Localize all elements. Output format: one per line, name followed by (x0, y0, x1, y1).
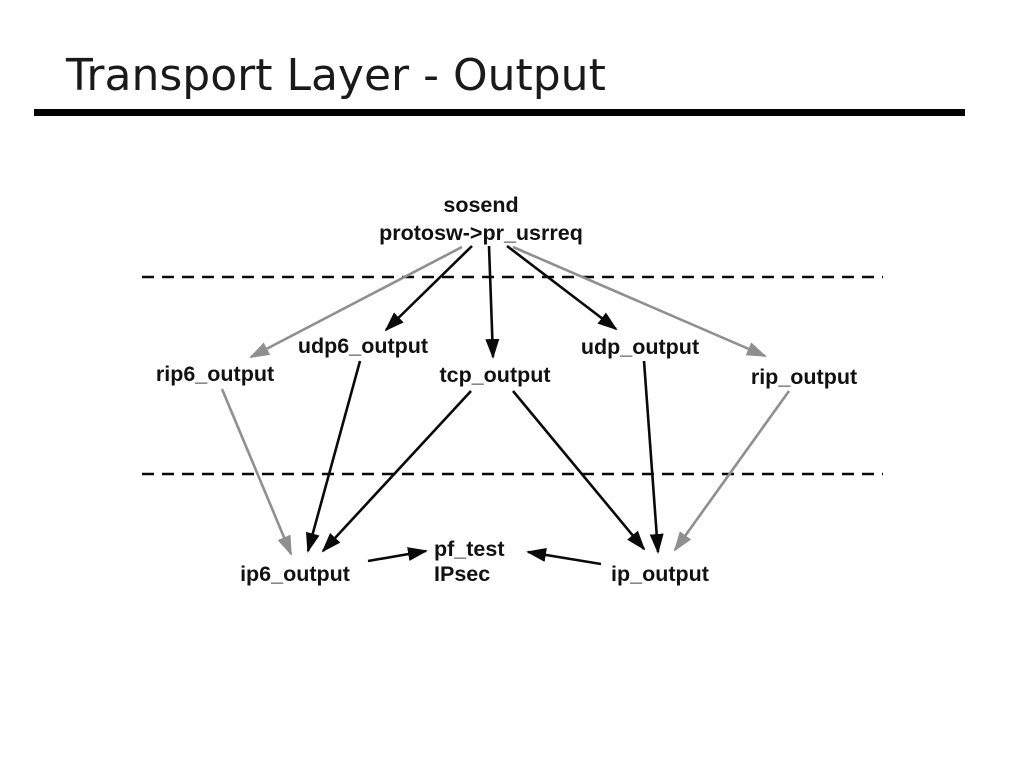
node-label-ip6_output: ip6_output (240, 562, 350, 586)
edge-tcp_output-to-ip_output (511, 390, 646, 551)
node-label-udp_output: udp_output (581, 335, 699, 359)
title-underline (34, 109, 965, 116)
node-label-pf_test-line2: IPsec (434, 562, 490, 586)
node-label-ip_output: ip_output (611, 562, 709, 586)
edge-udp6_output-to-ip6_output (305, 360, 362, 553)
node-label-sosend-line2: protosw->pr_usrreq (379, 221, 583, 245)
edge-sosend-to-udp_output (506, 244, 618, 331)
node-label-rip6_output: rip6_output (156, 362, 274, 386)
node-label-rip_output: rip_output (751, 365, 857, 389)
node-label-sosend-line1: sosend (443, 193, 518, 217)
edge-rip6_output-to-ip6_output (220, 388, 293, 556)
slide-title: Transport Layer - Output (66, 50, 606, 101)
edge-udp_output-to-ip_output (642, 360, 664, 554)
edge-sosend-to-rip_output (512, 245, 767, 358)
edge-sosend-to-tcp_output (485, 245, 500, 359)
edge-sosend-to-udp6_output (384, 245, 473, 332)
edge-lines (220, 244, 791, 566)
node-label-tcp_output: tcp_output (439, 363, 550, 387)
separator-lines (142, 275, 883, 476)
node-labels: sosend protosw->pr_usrreq udp6_output udp_o… (156, 193, 857, 586)
edge-rip_output-to-ip_output (673, 390, 791, 552)
edge-ip_output-to-pf_test (526, 548, 602, 566)
node-label-pf_test-line1: pf_test (434, 537, 504, 561)
edge-tcp_output-to-ip6_output (321, 390, 472, 553)
node-label-udp6_output: udp6_output (298, 334, 428, 358)
edge-ip6_output-to-pf_test (367, 547, 428, 563)
edge-sosend-to-rip6_output (249, 245, 463, 359)
